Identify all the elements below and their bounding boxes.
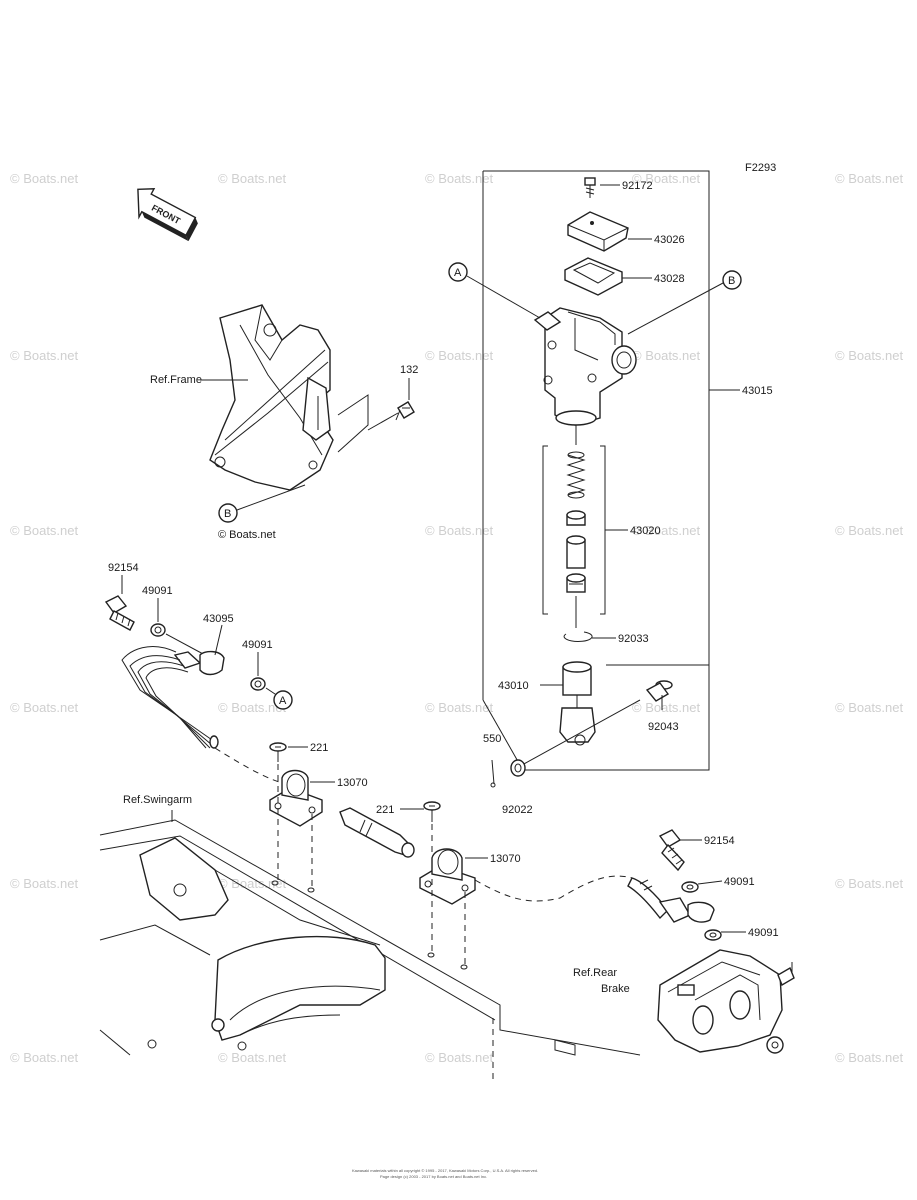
washer-92022 [510, 759, 526, 777]
banjo-bolt-92154-top [104, 595, 135, 631]
sleeve [339, 807, 415, 858]
callout-a: A [454, 267, 462, 279]
watermark: © Boats.net [835, 348, 904, 363]
part-13070-b: 13070 [490, 853, 521, 865]
cylinder-body [533, 307, 637, 426]
diaphragm-43028 [564, 257, 652, 296]
watermark: © Boats.net [835, 171, 904, 186]
part-43095: 43095 [203, 613, 234, 625]
cotter-pin-550 [490, 759, 496, 788]
watermark: © Boats.net [632, 171, 701, 186]
part-49091-c: 49091 [724, 876, 755, 888]
ref-rear-label-1: Ref.Rear [573, 967, 617, 979]
watermark: © Boats.net [835, 700, 904, 715]
watermark: © Boats.net [10, 1050, 79, 1065]
screw-92172 [584, 177, 620, 198]
pin-92043 [521, 680, 673, 766]
part-92154-top: 92154 [108, 562, 139, 574]
secondary-seal [566, 573, 586, 593]
piston [566, 535, 586, 569]
part-92172: 92172 [622, 180, 653, 192]
part-43010: 43010 [498, 680, 529, 692]
watermark: © Boats.net [425, 348, 494, 363]
washer-49091-c [681, 881, 699, 893]
part-49091-a: 49091 [142, 585, 173, 597]
part-49091-b: 49091 [242, 639, 273, 651]
washer-49091-a [150, 623, 166, 637]
watermark: © Boats.net [425, 171, 494, 186]
callout-b: B [728, 275, 735, 287]
callout-b-circle [722, 270, 742, 290]
washer-49091-d [704, 929, 722, 941]
watermark: © Boats.net [425, 1050, 494, 1065]
watermark: © Boats.net [835, 876, 904, 891]
callout-a-circle-hose [273, 690, 293, 710]
callout-b-circle-frame [218, 503, 238, 523]
watermark: © Boats.net [425, 523, 494, 538]
banjo-bolt-92154-bottom [658, 829, 702, 872]
master-cylinder-assembly: A B [448, 170, 742, 788]
watermark: © Boats.net [835, 1050, 904, 1065]
part-92154-bottom: 92154 [704, 835, 735, 847]
watermark: © Boats.net [218, 700, 287, 715]
cup-seal [566, 510, 586, 526]
ref-rear-label-2: Brake [601, 983, 630, 995]
part-221-b: 221 [376, 804, 394, 816]
cap-43026 [567, 211, 652, 252]
caliper [657, 949, 795, 1054]
push-rod-43010 [540, 661, 596, 746]
part-49091-d: 49091 [748, 927, 779, 939]
brake-hose-section: A [104, 575, 293, 785]
ref-frame-label: Ref.Frame [150, 374, 202, 386]
figure-code: F2293 [745, 162, 776, 174]
spring [566, 451, 586, 499]
ref-swingarm-label: Ref.Swingarm [123, 794, 192, 806]
part-221-a: 221 [310, 742, 328, 754]
watermark: © Boats.net [835, 523, 904, 538]
watermark: © Boats.net [632, 523, 701, 538]
front-arrow-icon: FRONT [137, 188, 198, 242]
rear-brake-section [627, 829, 795, 1054]
part-92043: 92043 [648, 721, 679, 733]
part-43020: 43020 [630, 525, 661, 537]
clamp-13070-a [269, 769, 335, 827]
part-92022: 92022 [502, 804, 533, 816]
part-43015: 43015 [742, 385, 773, 397]
watermark: © Boats.net [218, 1050, 287, 1065]
watermark: © Boats.net [10, 523, 79, 538]
watermark-layer: © Boats.net © Boats.net © Boats.net © Bo… [10, 171, 904, 1065]
watermark: © Boats.net [632, 700, 701, 715]
watermark: © Boats.net [10, 348, 79, 363]
callout-b-frame: B [224, 508, 231, 520]
bolt-132 [395, 401, 415, 421]
part-13070-a: 13070 [337, 777, 368, 789]
watermark: © Boats.net [218, 171, 287, 186]
callout-a-circle [448, 262, 468, 282]
circlip-92033 [563, 631, 616, 643]
swingarm-section [99, 742, 641, 1080]
frame-watermark: © Boats.net [218, 529, 276, 541]
part-43028: 43028 [654, 273, 685, 285]
watermark: © Boats.net [218, 876, 287, 891]
part-92033: 92033 [618, 633, 649, 645]
watermark: © Boats.net [425, 700, 494, 715]
watermark: © Boats.net [10, 876, 79, 891]
washer-49091-b [250, 677, 266, 691]
part-550: 550 [483, 733, 501, 745]
clamp-13070-b [419, 848, 488, 905]
watermark: © Boats.net [10, 171, 79, 186]
frame-section: B © Boats.net [200, 304, 415, 541]
footer-copyright: Kawasaki materials within all copyright … [352, 1168, 538, 1173]
footer-design: Page design (c) 2003 - 2017 by Boats.net… [380, 1174, 487, 1179]
part-43026: 43026 [654, 234, 685, 246]
part-132: 132 [400, 364, 418, 376]
callout-a-hose: A [279, 695, 287, 707]
watermark: © Boats.net [10, 700, 79, 715]
watermark: © Boats.net [632, 348, 701, 363]
